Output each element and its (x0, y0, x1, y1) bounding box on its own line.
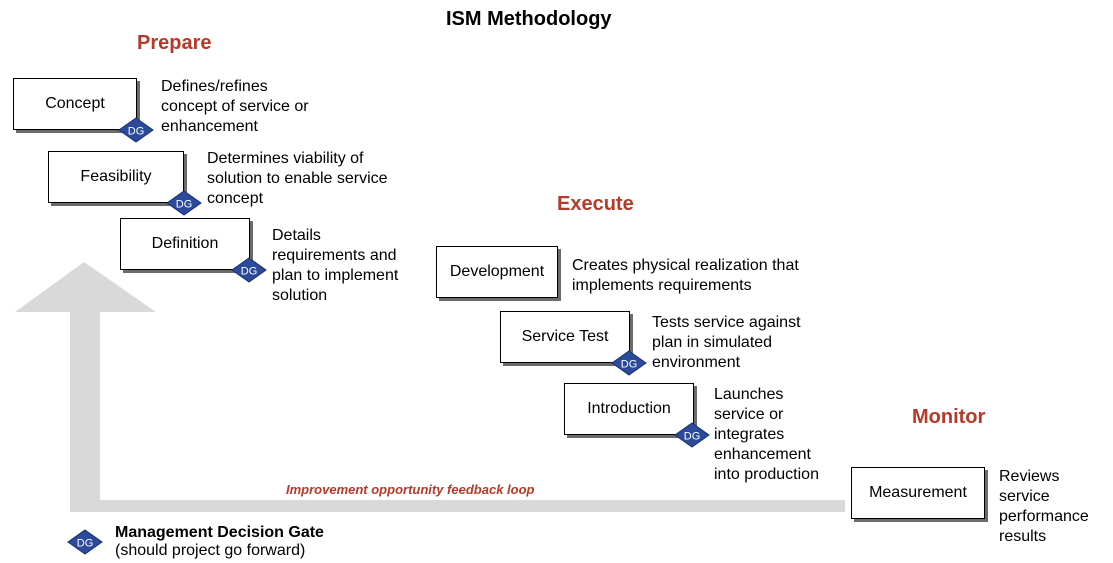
svg-text:DG: DG (241, 266, 258, 278)
step-measurement-desc: Reviews service performance results (999, 468, 1089, 545)
step-measurement: Measurement (851, 467, 985, 519)
diagram-title: ISM Methodology (446, 8, 612, 30)
decision-gate-icon: DG (231, 257, 267, 283)
step-definition-desc: Details requirements and plan to impleme… (272, 227, 399, 304)
decision-gate-icon: DG (611, 350, 647, 376)
decision-gate-icon: DG (674, 422, 710, 448)
svg-text:DG: DG (684, 431, 701, 443)
svg-text:DG: DG (621, 359, 638, 371)
svg-text:DG: DG (77, 538, 94, 550)
phase-monitor: Monitor (912, 406, 986, 428)
step-concept: Concept (13, 78, 137, 130)
svg-text:DG: DG (176, 199, 193, 211)
svg-text:DG: DG (128, 126, 145, 138)
feedback-loop-label: Improvement opportunity feedback loop (286, 482, 535, 497)
step-development: Development (436, 246, 558, 298)
legend: Management Decision Gate (should project… (115, 524, 324, 560)
step-service-test-desc: Tests service against plan in simulated … (652, 314, 801, 371)
legend-decision-gate-icon: DG (67, 529, 103, 555)
step-development-desc: Creates physical realization that implem… (572, 257, 799, 294)
phase-prepare: Prepare (137, 32, 212, 54)
step-definition: Definition (120, 218, 250, 270)
step-concept-desc: Defines/refines concept of service or en… (161, 78, 309, 135)
step-introduction-desc: Launches service or integrates enhanceme… (714, 386, 819, 483)
legend-title: Management Decision Gate (115, 524, 324, 541)
decision-gate-icon: DG (118, 117, 154, 143)
legend-subtitle: (should project go forward) (115, 542, 306, 559)
step-feasibility: Feasibility (48, 151, 184, 203)
decision-gate-icon: DG (166, 190, 202, 216)
step-service-test: Service Test (500, 311, 630, 363)
phase-execute: Execute (557, 193, 634, 215)
step-feasibility-desc: Determines viability of solution to enab… (207, 150, 388, 207)
step-introduction: Introduction (564, 383, 694, 435)
